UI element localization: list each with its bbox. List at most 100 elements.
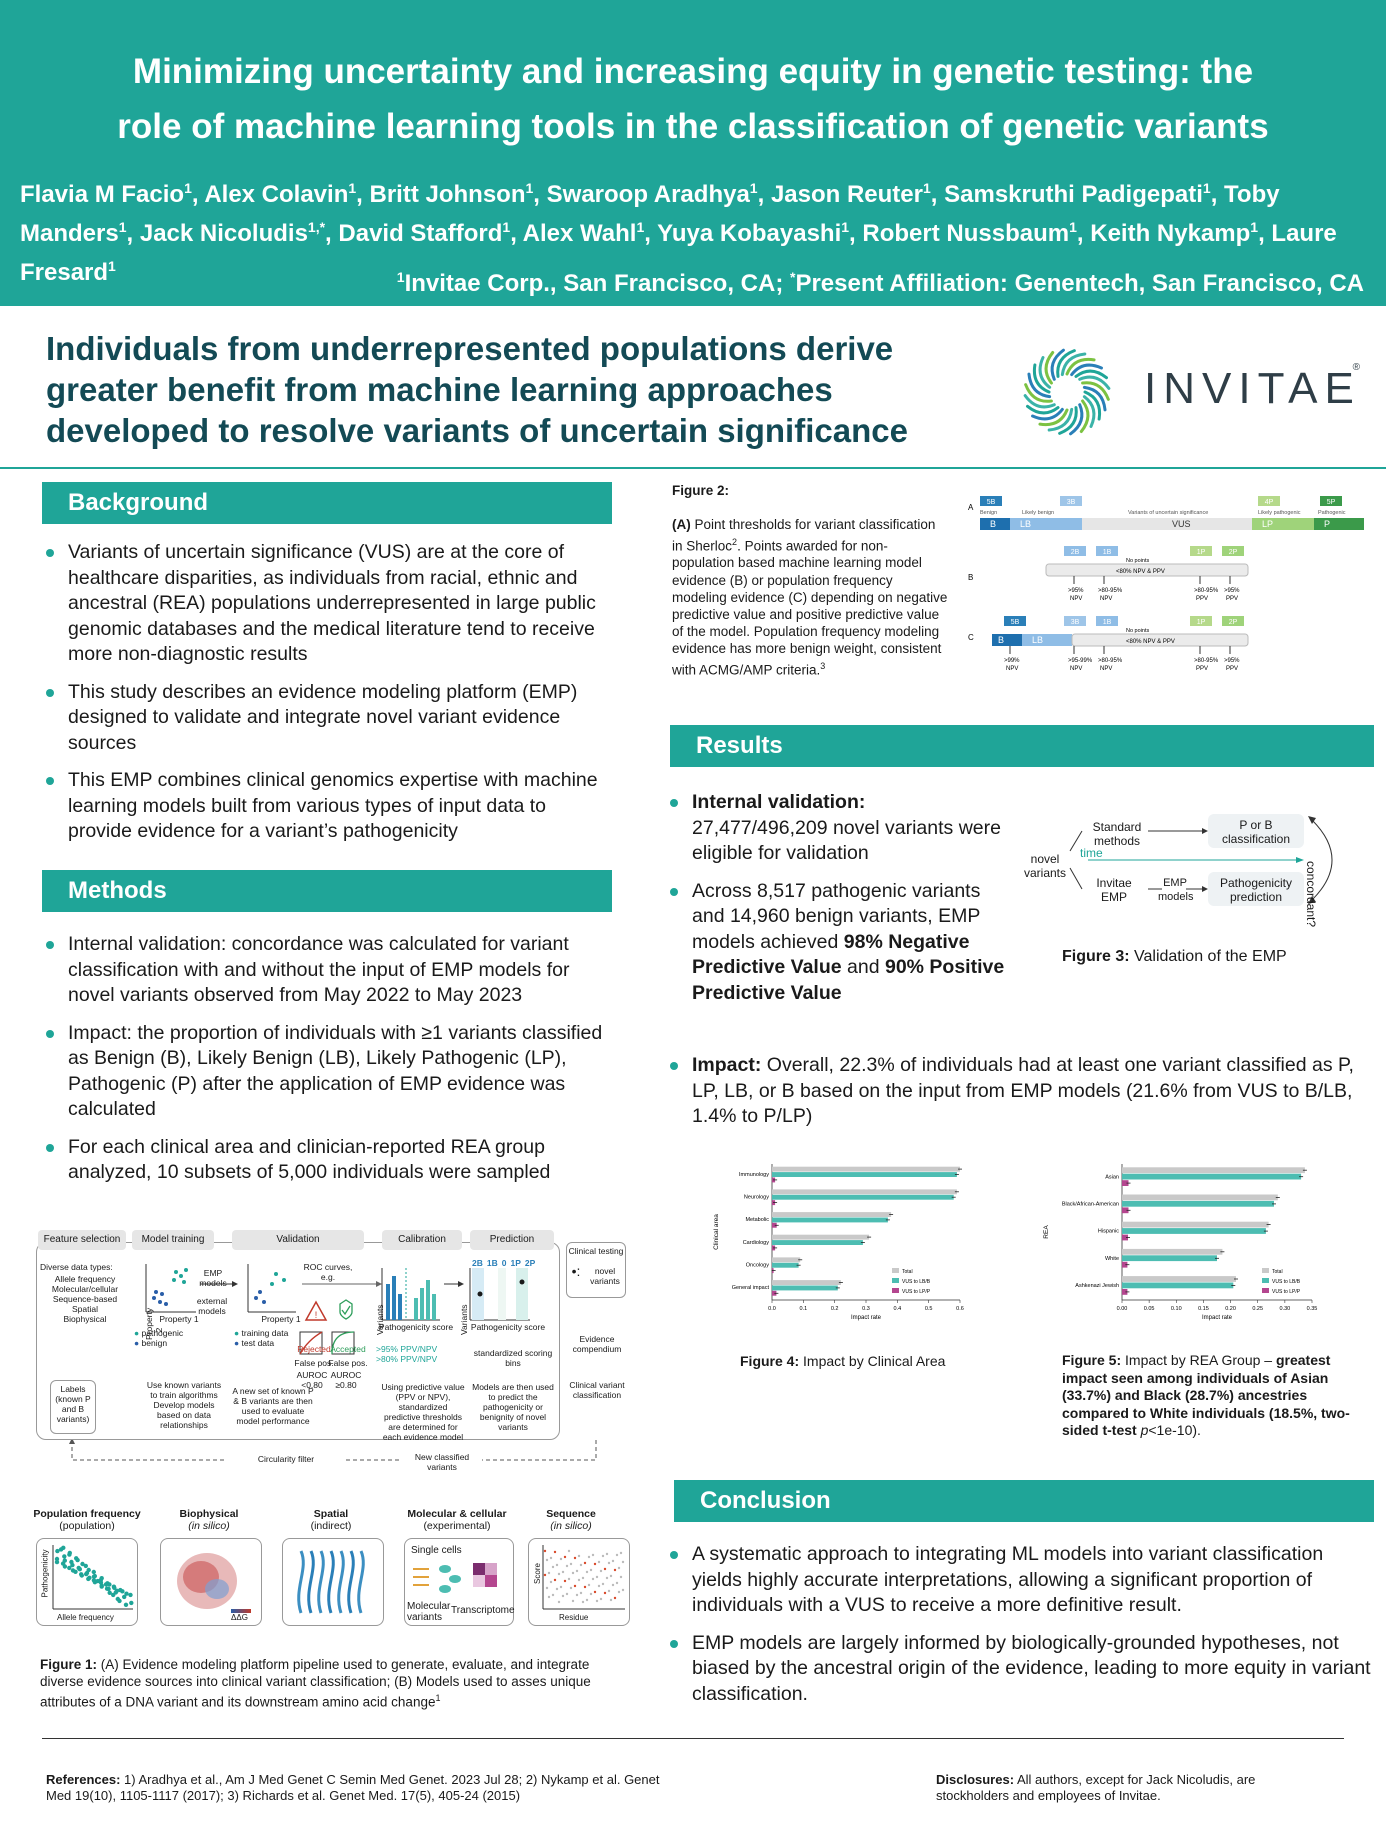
axis-property1: Property 1: [159, 1314, 199, 1324]
scatter-point: [76, 1565, 81, 1571]
bullet-text: Overall, 22.3% of individuals had at lea…: [692, 1054, 1354, 1127]
new-classified: New classified variants: [402, 1452, 482, 1472]
clinical-testing-label: Clinical testing: [568, 1246, 624, 1256]
author-name: Jack Nicoludis: [139, 220, 308, 247]
sequence-point: [591, 1553, 595, 1557]
figure-1b: Population frequency(population) Biophys…: [33, 1508, 630, 1626]
tick-label: 0.20: [1225, 1306, 1236, 1312]
sequence-point: [559, 1585, 563, 1589]
clinical-testing-box: [566, 1242, 626, 1298]
desc-train: Use known variants to train algorithms: [146, 1380, 222, 1400]
legend-pathogenic: ● pathogenic: [134, 1328, 184, 1338]
headline-line-2: greater benefit from machine learning ap…: [46, 371, 833, 408]
scatter-point: [122, 1594, 127, 1600]
sequence-point: [613, 1596, 617, 1600]
fig2-top-box: [1258, 496, 1280, 506]
sequence-point: [573, 1556, 577, 1560]
legend-swatch: [1262, 1288, 1269, 1293]
x-axis-label: Impact rate: [851, 1315, 882, 1321]
bullet-bold-ppv: 90% Positive Predictive Value: [692, 956, 1005, 1004]
fig2-text: NPV: [1070, 666, 1082, 672]
bar: [772, 1194, 954, 1200]
diverse-data-label: Diverse data types:: [40, 1262, 113, 1272]
y-axis-label: Clinical area: [713, 1214, 720, 1250]
sequence-point: [575, 1593, 579, 1597]
legend-swatch: [892, 1288, 899, 1293]
fig2-text: NPV: [1100, 666, 1112, 672]
popfreq-scatter: [52, 1545, 134, 1610]
tick-label: 0.10: [1171, 1306, 1182, 1312]
sequence-point: [619, 1551, 623, 1555]
bullet-dot: [46, 688, 54, 697]
concordant-label: concordant?: [1304, 860, 1318, 928]
caption-p: p: [1140, 1422, 1149, 1438]
title-line-2: role of machine learning tools in the cl…: [117, 107, 1269, 146]
category-label: Immunology: [739, 1172, 769, 1178]
fig2-text: >95%: [1224, 658, 1240, 664]
author-sup: 1: [184, 180, 192, 196]
swirl-stroke: [1056, 349, 1076, 378]
sequence-point: [567, 1549, 571, 1553]
sequence-point: [565, 1592, 569, 1596]
false-pos-label: False pos.: [294, 1358, 334, 1368]
sequence-point: [599, 1569, 603, 1573]
sequence-point: [585, 1570, 589, 1574]
panel-sub: (experimental): [423, 1520, 491, 1532]
sequence-point: [563, 1555, 567, 1559]
swirl-stroke: [1060, 352, 1087, 377]
fig2-top-box: [1190, 546, 1212, 556]
emp-models-arrow-label: EMP models: [1158, 877, 1194, 903]
labels-box: [50, 1380, 96, 1434]
bin-label: 1B: [486, 1258, 498, 1268]
fig2-text: 1B: [1103, 619, 1112, 626]
evidence-compendium: Evidence compendium: [572, 1334, 622, 1354]
scatter-point: [107, 1590, 112, 1595]
sequence-point: [579, 1563, 583, 1567]
fig2-top-box: [1064, 546, 1086, 556]
bullet-text: 27,477/496,209 novel variants were eligi…: [692, 816, 1001, 865]
caption-text: Point thresholds for variant classificat…: [672, 517, 936, 554]
pred-score-label: Pathogenicity score: [470, 1322, 546, 1332]
fig2-seg: [1252, 518, 1314, 530]
background-heading: Background: [42, 482, 612, 524]
conclusion-list: A systematic approach to integrating ML …: [668, 1542, 1372, 1719]
sequence-point: [583, 1561, 587, 1565]
fig2-text: 5B: [1011, 619, 1020, 626]
list-item: EMP models are largely informed by biolo…: [668, 1631, 1372, 1708]
validation-flow-diagram: [1069, 814, 1333, 906]
fig2-text: 3B: [1071, 619, 1080, 626]
fig2-text: Likely pathogenic: [1258, 510, 1301, 516]
category-label: Neurology: [744, 1195, 769, 1201]
fig2-top-box: [1320, 496, 1342, 506]
legend-test-text: test data: [241, 1338, 275, 1348]
swirl-stroke: [1082, 395, 1096, 428]
fig2-text: >99%: [1004, 658, 1020, 664]
sequence-point: [615, 1581, 619, 1585]
title-line-1: Minimizing uncertainty and increasing eq…: [132, 52, 1254, 91]
pb-classification-node: P or B classification: [1221, 818, 1291, 846]
fig2-text: No points: [1126, 628, 1149, 634]
fig2-seg: [1314, 518, 1364, 530]
tick-label: 0.35: [1307, 1306, 1318, 1312]
bullet-text: This study describes an evidence modelin…: [68, 680, 578, 754]
bin-label: 2B: [472, 1258, 483, 1268]
panel-title: Biophysical: [179, 1508, 239, 1520]
panel-sub: (population): [59, 1520, 115, 1532]
invitae-swirl-icon: [1023, 348, 1111, 436]
headline-line-3: developed to resolve variants of uncerta…: [46, 412, 908, 449]
fig2-top-box: [1190, 616, 1212, 626]
bullet-text: Variants of uncertain significance (VUS)…: [68, 541, 596, 665]
fig2-text: >80-95%: [1194, 658, 1219, 664]
sequence-point: [603, 1567, 607, 1571]
scatter-point: [106, 1586, 111, 1592]
swirl-stroke: [1065, 357, 1096, 376]
fig2-text: B: [990, 519, 996, 529]
fig2-text: 2P: [1229, 549, 1238, 556]
bar: [1122, 1282, 1234, 1289]
bin-label: 2P: [524, 1258, 536, 1268]
author-sup: 1: [525, 180, 534, 196]
swirl-stroke: [1027, 372, 1052, 399]
fig2-seg: [1082, 518, 1252, 530]
axis-allele-freq: Allele frequency: [57, 1613, 114, 1622]
fig2-text: >80-95%: [1194, 588, 1219, 594]
